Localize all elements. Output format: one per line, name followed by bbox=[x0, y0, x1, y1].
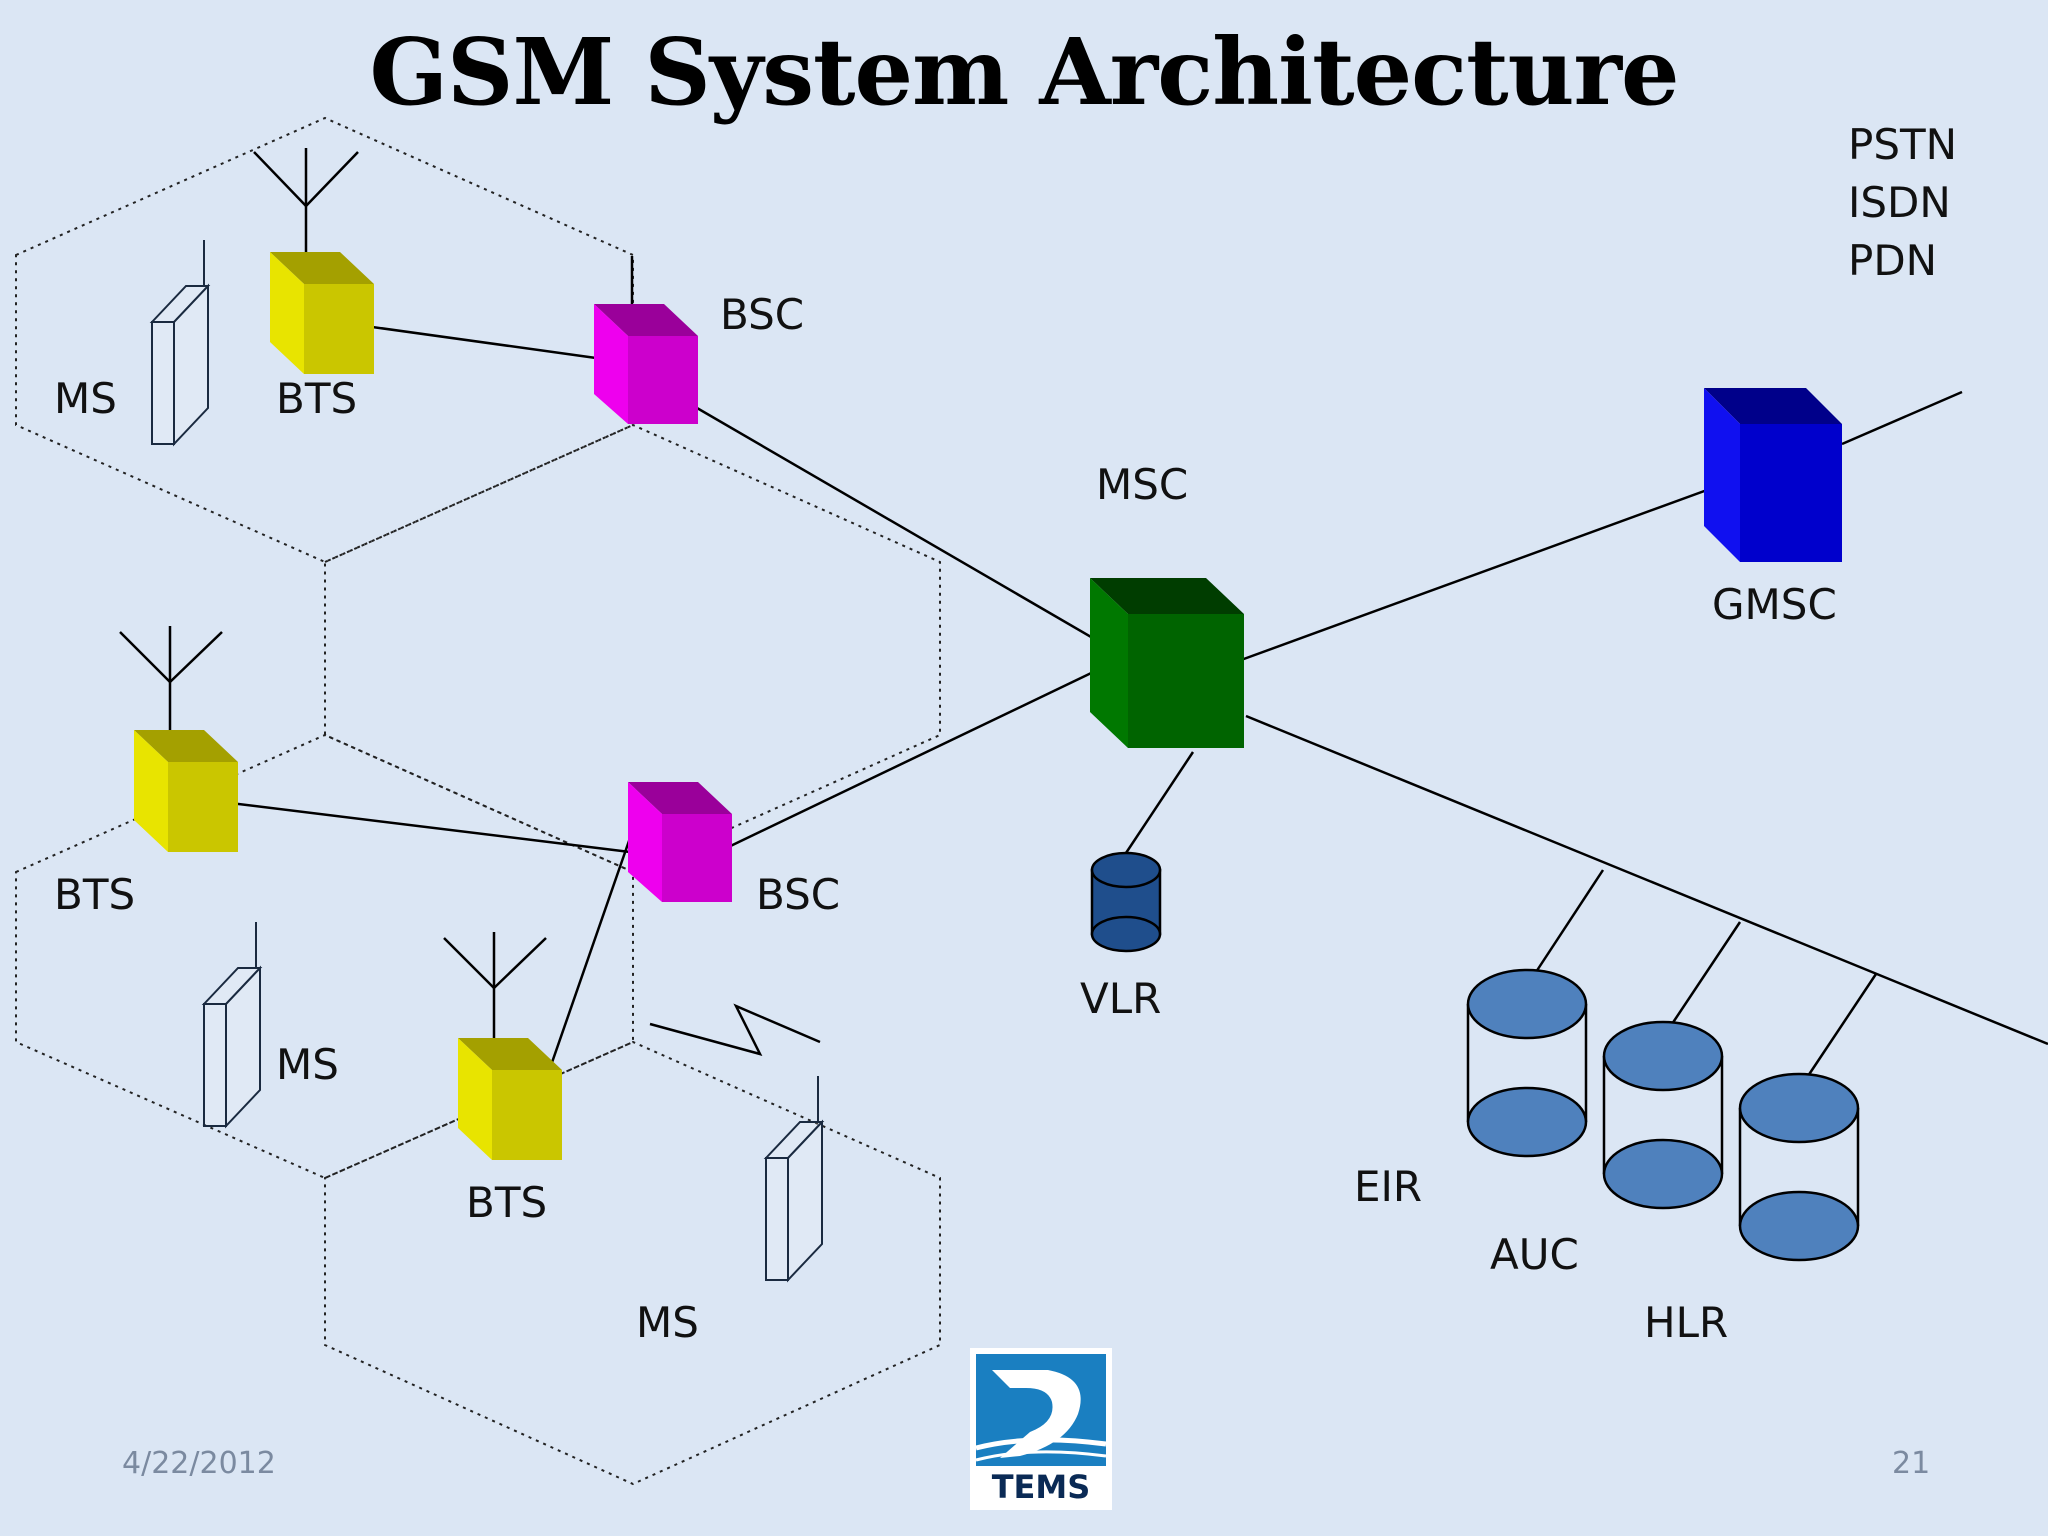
bsc-bottom-cube[interactable] bbox=[628, 782, 732, 902]
antenna-icon-bts-top bbox=[253, 148, 359, 256]
radio-link-icon bbox=[649, 1003, 821, 1056]
tems-logo-text: TEMS bbox=[992, 1468, 1091, 1506]
bts-left-cube[interactable] bbox=[134, 730, 238, 852]
label-ms-bottom: MS bbox=[636, 1298, 699, 1347]
cell-top bbox=[15, 116, 634, 564]
msc-cube[interactable] bbox=[1090, 578, 1244, 748]
antenna-icon-bts-bottom bbox=[443, 932, 547, 1038]
cell-left bbox=[15, 733, 634, 1180]
bus-drop-eir bbox=[1534, 869, 1605, 973]
link-bsc-bottom-msc bbox=[717, 662, 1111, 854]
label-bsc-top: BSC bbox=[720, 290, 805, 339]
ms-top-handset-icon bbox=[149, 240, 211, 447]
slide-title: GSM System Architecture bbox=[369, 18, 1679, 126]
cell-middle bbox=[324, 423, 941, 874]
tems-logo: TEMS bbox=[970, 1348, 1112, 1510]
link-bts-left-bsc-bottom bbox=[221, 800, 631, 854]
bts-bottom-cube[interactable] bbox=[458, 1038, 562, 1160]
label-gmsc: GMSC bbox=[1712, 580, 1837, 629]
antenna-icon-bts-left bbox=[119, 626, 223, 732]
link-msc-vlr bbox=[1124, 751, 1195, 854]
link-bts-bottom-bsc-bottom bbox=[546, 837, 632, 1075]
auc-database-icon[interactable] bbox=[1602, 1020, 1724, 1210]
bus-drop-hlr bbox=[1806, 973, 1878, 1077]
label-hlr: HLR bbox=[1644, 1298, 1729, 1347]
footer-date: 4/22/2012 bbox=[122, 1446, 276, 1481]
footer-page-number: 21 bbox=[1892, 1446, 1931, 1481]
eir-database-icon[interactable] bbox=[1466, 968, 1588, 1158]
ms-mid-handset-icon bbox=[201, 922, 263, 1129]
label-bts-bottom: BTS bbox=[466, 1178, 548, 1227]
link-bts-top-bsc-top bbox=[357, 323, 597, 360]
label-bts-top: BTS bbox=[276, 374, 358, 423]
label-bts-left: BTS bbox=[54, 870, 136, 919]
ms-bottom-handset-icon bbox=[763, 1076, 825, 1283]
link-gmsc-external bbox=[1841, 390, 1963, 446]
label-bsc-bottom: BSC bbox=[756, 870, 841, 919]
hlr-database-icon[interactable] bbox=[1738, 1072, 1860, 1262]
label-ms-top: MS bbox=[54, 374, 117, 423]
signalling-bus bbox=[1245, 714, 2048, 1046]
bsc-top-cube[interactable] bbox=[594, 304, 698, 424]
label-vlr: VLR bbox=[1080, 974, 1162, 1023]
label-ms-mid: MS bbox=[276, 1040, 339, 1089]
external-network-pstn: PSTN bbox=[1848, 120, 1958, 169]
label-eir: EIR bbox=[1354, 1162, 1423, 1211]
external-network-pdn: PDN bbox=[1848, 236, 1938, 285]
link-bsc-top-msc bbox=[665, 388, 1111, 650]
label-auc: AUC bbox=[1490, 1230, 1579, 1279]
external-networks: PSTN ISDN PDN bbox=[1848, 116, 1957, 290]
external-network-isdn: ISDN bbox=[1848, 178, 1951, 227]
label-msc: MSC bbox=[1096, 460, 1189, 509]
vlr-database-icon[interactable] bbox=[1090, 851, 1162, 953]
link-msc-gmsc bbox=[1229, 476, 1741, 666]
cell-bottom bbox=[324, 1040, 941, 1486]
bts-top-cube[interactable] bbox=[270, 252, 374, 374]
gmsc-cube[interactable] bbox=[1704, 388, 1842, 562]
bus-drop-auc bbox=[1670, 921, 1742, 1025]
